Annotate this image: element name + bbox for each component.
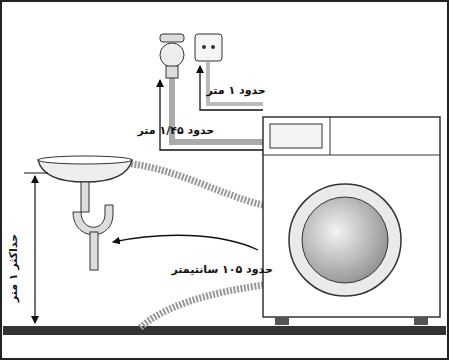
water-faucet	[160, 34, 184, 78]
dimension-line	[34, 176, 35, 323]
dimension-label: حدود ۱/۴۵ متر	[138, 124, 215, 138]
dimension-arrow	[113, 235, 258, 250]
dimension-label: حداکثر ۱ متر	[7, 234, 21, 302]
dimension-tick	[24, 173, 48, 174]
power-cord	[208, 62, 263, 104]
sink	[38, 156, 132, 270]
washing-machine	[263, 117, 440, 325]
dimension-label: حدود ۱ متر	[207, 84, 266, 98]
drain-hose	[120, 163, 263, 205]
dimension-label: حدود ۱۰۵ سانتیمتر	[172, 263, 273, 277]
floor-hose	[140, 285, 263, 328]
floor	[3, 326, 446, 335]
power-socket	[195, 34, 222, 61]
